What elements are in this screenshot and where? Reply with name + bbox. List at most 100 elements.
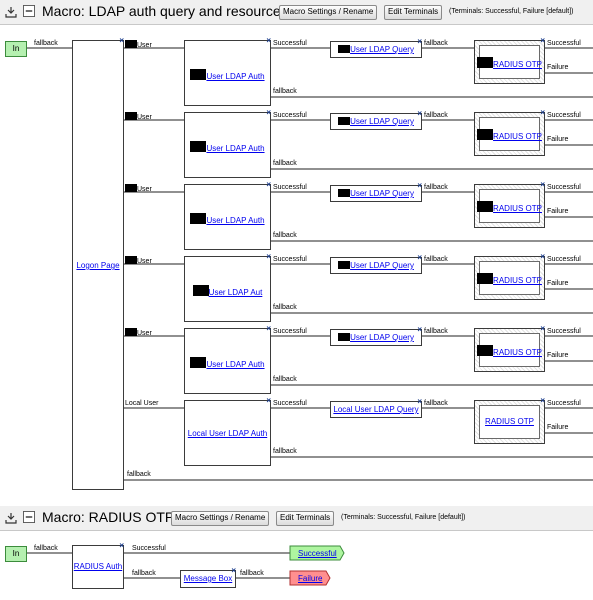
ldap-auth-text[interactable]: User LDAP Auth [206, 144, 265, 153]
ldap-auth-node[interactable]: User LDAP Auth × [184, 108, 271, 178]
radius-otp-link[interactable]: RADIUS OTP [475, 273, 544, 285]
ldap-auth-link[interactable]: User LDAP Auth [185, 69, 270, 81]
delete-icon[interactable]: × [266, 180, 271, 189]
radius-otp-node[interactable]: RADIUS OTP × [474, 252, 545, 300]
ldap-auth-text[interactable]: User LDAP Auth [206, 72, 265, 81]
ldap-auth-text[interactable]: User LDAP Auth [206, 216, 265, 225]
radius-success-label: Successful [547, 112, 581, 119]
delete-icon[interactable]: × [540, 36, 545, 45]
ldap-query-node[interactable]: Local User LDAP Query× [330, 397, 422, 418]
radius-otp-node[interactable]: RADIUS OTP × [474, 108, 545, 156]
ldap-auth-link[interactable]: Local User LDAP Auth [185, 429, 270, 438]
ldap-query-link[interactable]: User LDAP Query [331, 189, 421, 198]
ldap-query-link[interactable]: User LDAP Query [331, 45, 421, 54]
in-label: In [12, 44, 20, 53]
ldap-query-node[interactable]: User LDAP Query× [330, 253, 422, 274]
radius-otp-link[interactable]: RADIUS OTP [475, 201, 544, 213]
ldap-query-node[interactable]: User LDAP Query× [330, 181, 422, 202]
delete-icon[interactable]: × [417, 253, 422, 262]
ldap-query-text[interactable]: User LDAP Query [350, 117, 414, 126]
failure-terminal-label[interactable]: Failure [298, 574, 323, 583]
delete-icon[interactable]: × [266, 396, 271, 405]
delete-icon[interactable]: × [417, 37, 422, 46]
query-fallback-label: fallback [424, 184, 448, 191]
ldap-query-text[interactable]: User LDAP Query [350, 45, 414, 54]
radius-otp-node[interactable]: RADIUS OTP × [474, 180, 545, 228]
ldap-query-text[interactable]: User LDAP Query [350, 261, 414, 270]
radius-auth-link[interactable]: RADIUS Auth [73, 562, 123, 571]
delete-icon[interactable]: × [266, 36, 271, 45]
ldap-query-text[interactable]: Local User LDAP Query [333, 405, 419, 414]
ldap-auth-node[interactable]: User LDAP Auth × [184, 36, 271, 106]
delete-icon[interactable]: × [417, 325, 422, 334]
collapse-icon[interactable] [5, 512, 17, 524]
ldap-auth-text[interactable]: User LDAP Auth [206, 360, 265, 369]
logon-page-link[interactable]: Logon Page [76, 261, 120, 270]
delete-icon[interactable]: × [266, 252, 271, 261]
ldap-query-link[interactable]: User LDAP Query [331, 261, 421, 270]
failure-terminal-shape[interactable] [289, 570, 331, 586]
ldap-auth-link[interactable]: User LDAP Auth [185, 141, 270, 153]
delete-icon[interactable]: × [540, 180, 545, 189]
delete-icon[interactable]: × [540, 108, 545, 117]
logon-page-node[interactable]: Logon Page × [72, 36, 124, 490]
delete-icon[interactable]: × [417, 181, 422, 190]
radius-otp-node[interactable]: RADIUS OTP × [474, 36, 545, 84]
ldap-query-text[interactable]: User LDAP Query [350, 333, 414, 342]
delete-icon[interactable]: × [231, 566, 236, 575]
minimize-icon[interactable] [23, 511, 35, 523]
macro1-in-terminal[interactable]: In [5, 41, 27, 57]
ldap-auth-node[interactable]: User LDAP Aut × [184, 252, 271, 322]
ldap-auth-text[interactable]: User LDAP Aut [208, 288, 263, 297]
macro1-settings-button[interactable]: Macro Settings / Rename [279, 5, 378, 20]
radius-otp-link[interactable]: RADIUS OTP [475, 345, 544, 357]
ldap-query-link[interactable]: User LDAP Query [331, 117, 421, 126]
success-terminal-shape[interactable] [289, 545, 345, 561]
delete-icon[interactable]: × [119, 541, 124, 550]
delete-icon[interactable]: × [417, 397, 422, 406]
ldap-auth-node[interactable]: Local User LDAP Auth × [184, 396, 271, 466]
radius-otp-text[interactable]: RADIUS OTP [493, 132, 542, 141]
ldap-query-node[interactable]: User LDAP Query× [330, 37, 422, 58]
radius-otp-node[interactable]: RADIUS OTP × [474, 396, 545, 444]
delete-icon[interactable]: × [266, 108, 271, 117]
macro1-title: Macro: LDAP auth query and resources [42, 3, 288, 19]
radius-otp-link[interactable]: RADIUS OTP [475, 57, 544, 69]
auth-fallback-label: fallback [273, 232, 297, 239]
macro2-in-terminal[interactable]: In [5, 546, 27, 562]
ldap-query-node[interactable]: User LDAP Query× [330, 109, 422, 130]
message-box-node[interactable]: Message Box × [180, 566, 236, 588]
radius-otp-text[interactable]: RADIUS OTP [485, 417, 534, 426]
radius-otp-text[interactable]: RADIUS OTP [493, 60, 542, 69]
macro2-edit-terminals-button[interactable]: Edit Terminals [276, 511, 335, 526]
ldap-auth-link[interactable]: User LDAP Auth [185, 213, 270, 225]
delete-icon[interactable]: × [119, 36, 124, 45]
macro1-edit-terminals-button[interactable]: Edit Terminals [384, 5, 443, 20]
ldap-query-link[interactable]: User LDAP Query [331, 333, 421, 342]
radius-otp-text[interactable]: RADIUS OTP [493, 204, 542, 213]
ldap-query-node[interactable]: User LDAP Query× [330, 325, 422, 346]
delete-icon[interactable]: × [417, 109, 422, 118]
radius-otp-text[interactable]: RADIUS OTP [493, 276, 542, 285]
ldap-auth-node[interactable]: User LDAP Auth × [184, 180, 271, 250]
delete-icon[interactable]: × [540, 324, 545, 333]
radius-otp-link[interactable]: RADIUS OTP [475, 417, 544, 426]
ldap-auth-text[interactable]: Local User LDAP Auth [187, 429, 268, 438]
ldap-query-link[interactable]: Local User LDAP Query [331, 405, 421, 414]
collapse-icon[interactable] [5, 6, 17, 18]
radius-otp-link[interactable]: RADIUS OTP [475, 129, 544, 141]
radius-otp-text[interactable]: RADIUS OTP [493, 348, 542, 357]
macro2-settings-button[interactable]: Macro Settings / Rename [171, 511, 270, 526]
minimize-icon[interactable] [23, 5, 35, 17]
ldap-query-text[interactable]: User LDAP Query [350, 189, 414, 198]
radius-otp-node[interactable]: RADIUS OTP × [474, 324, 545, 372]
success-terminal-label[interactable]: Successful [298, 549, 337, 558]
message-box-link[interactable]: Message Box [183, 574, 233, 583]
delete-icon[interactable]: × [540, 396, 545, 405]
delete-icon[interactable]: × [266, 324, 271, 333]
delete-icon[interactable]: × [540, 252, 545, 261]
ldap-auth-link[interactable]: User LDAP Auth [185, 357, 270, 369]
radius-auth-node[interactable]: RADIUS Auth × [72, 541, 124, 589]
ldap-auth-node[interactable]: User LDAP Auth × [184, 324, 271, 394]
ldap-auth-link[interactable]: User LDAP Aut [185, 285, 270, 297]
